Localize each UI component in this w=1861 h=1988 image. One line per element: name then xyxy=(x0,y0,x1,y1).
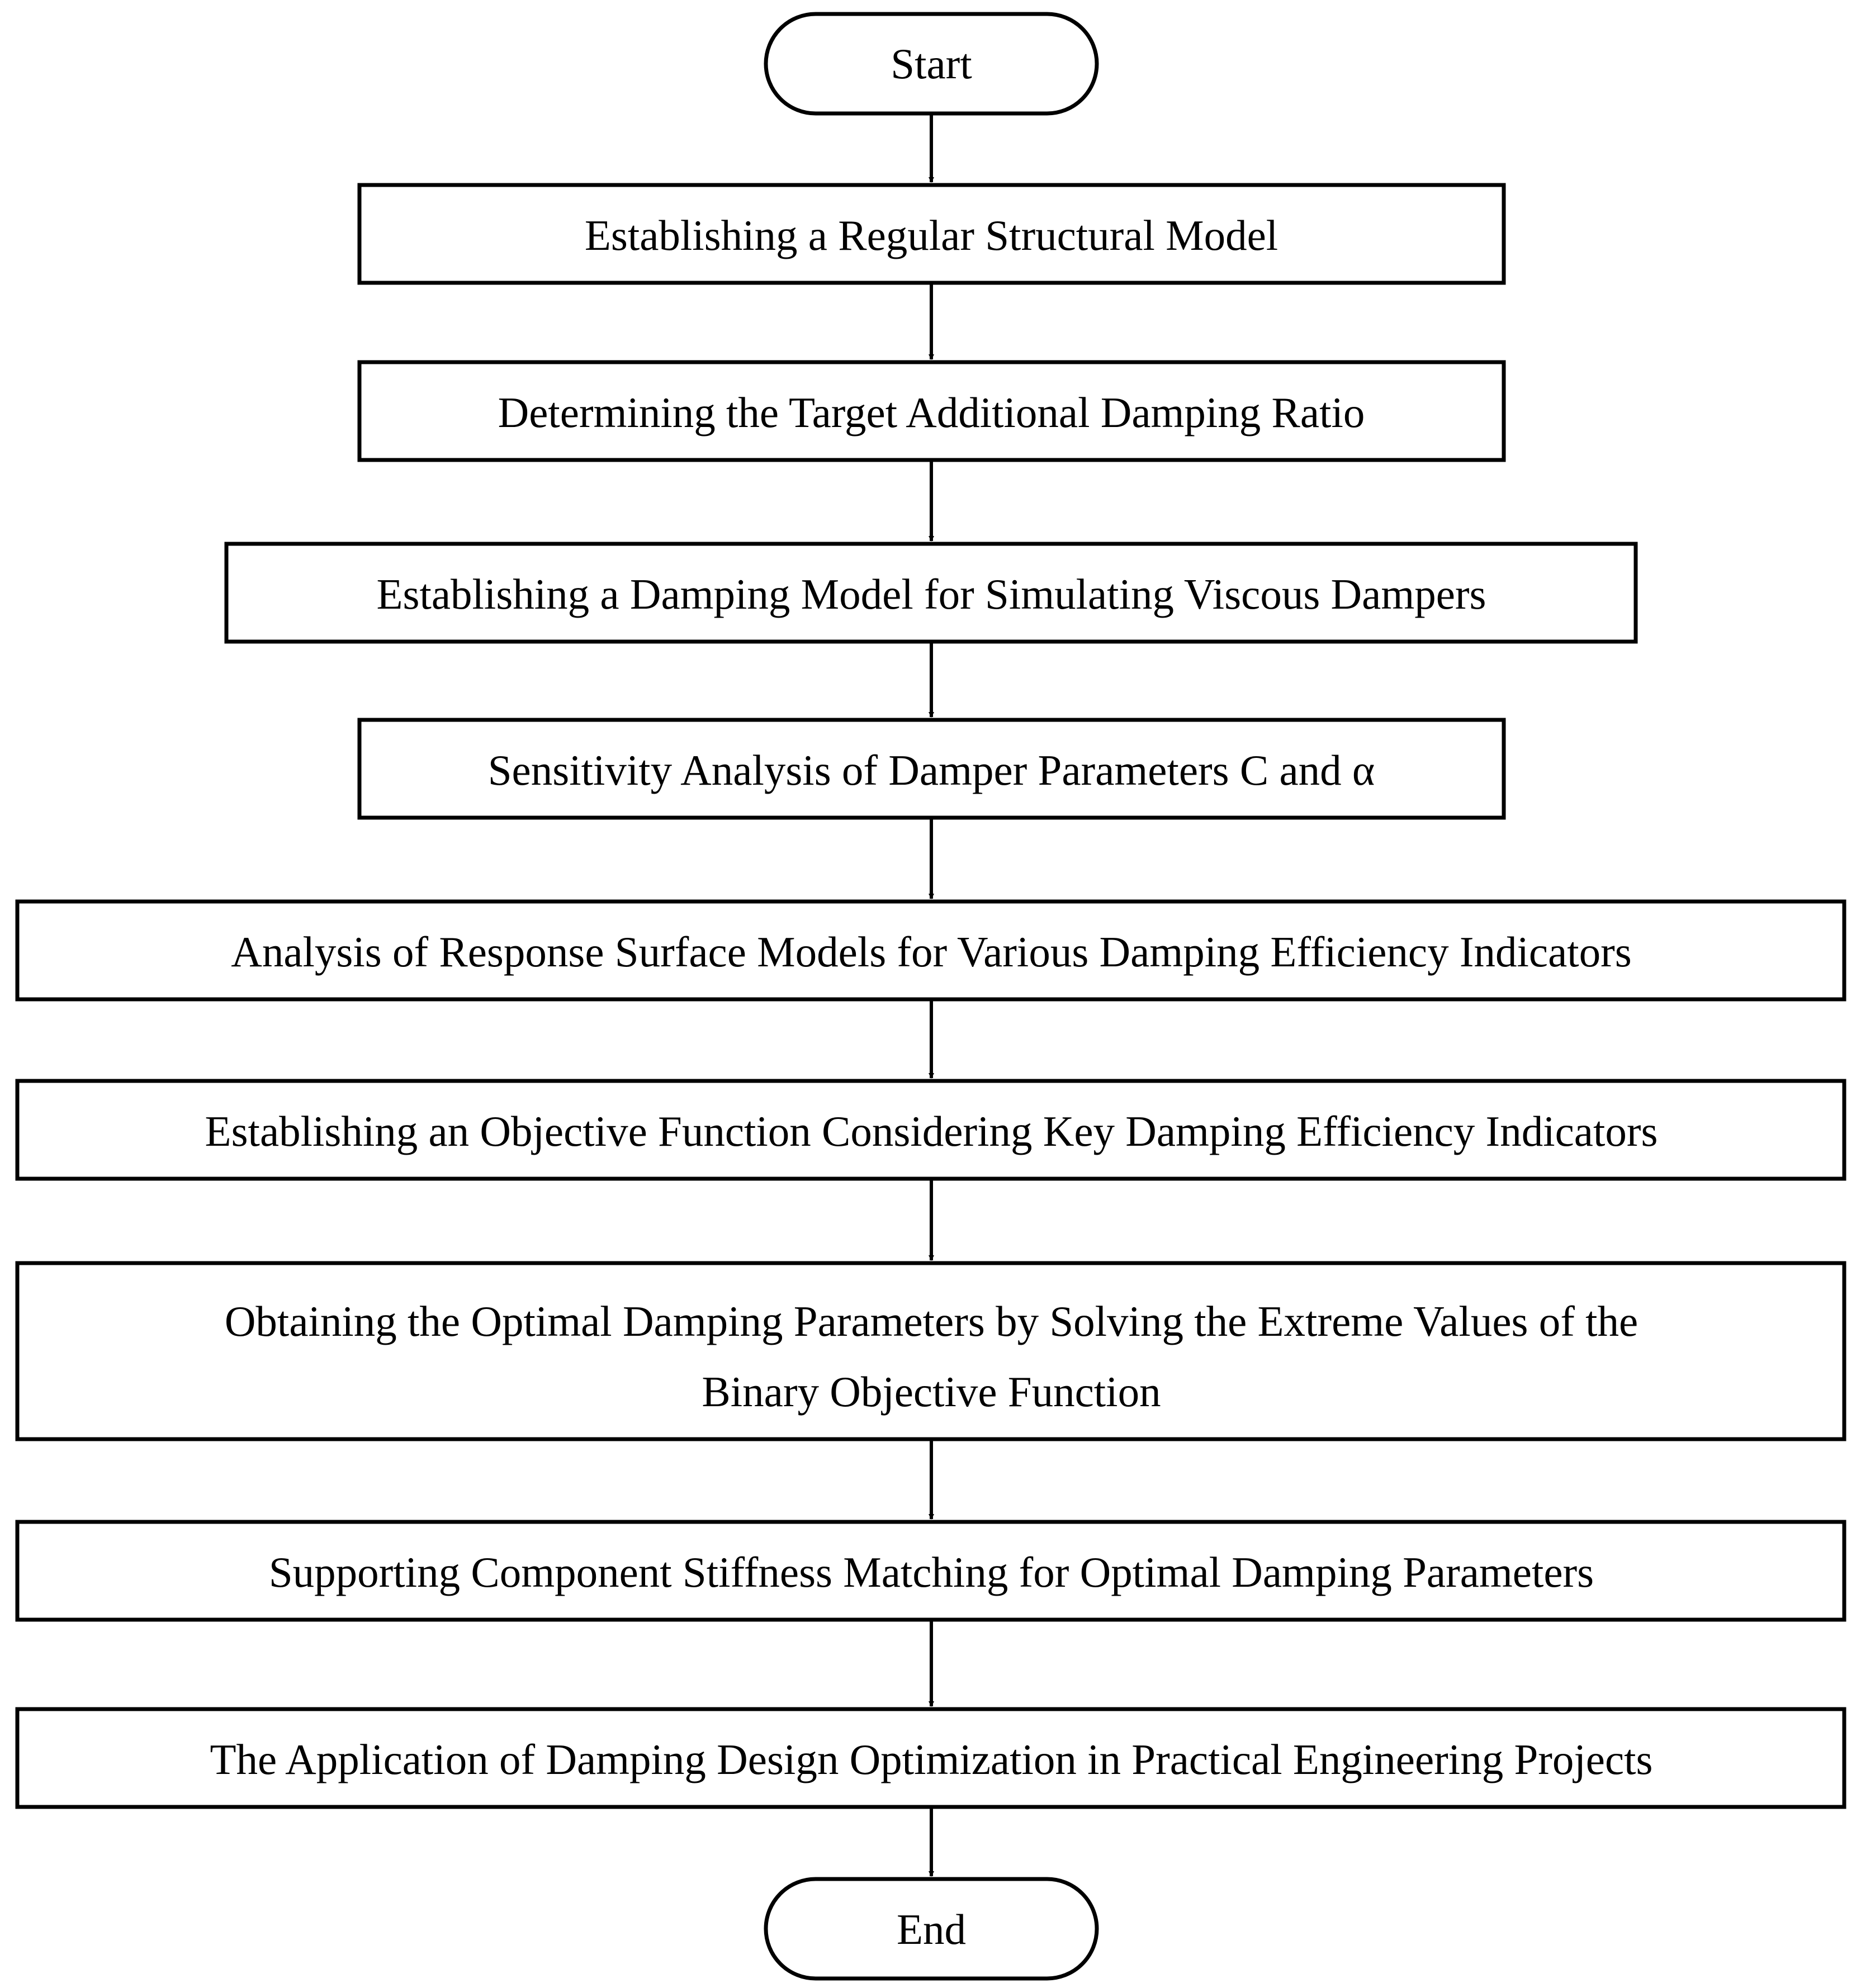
step-target-damping-ratio: Determining the Target Additional Dampin… xyxy=(357,360,1506,462)
step-engineering-application: The Application of Damping Design Optimi… xyxy=(15,1707,1846,1809)
step-label: Sensitivity Analysis of Damper Parameter… xyxy=(488,746,1375,794)
step-stiffness-matching: Supporting Component Stiffness Matching … xyxy=(15,1520,1846,1622)
start-label: Start xyxy=(891,40,972,88)
start-terminator: Start xyxy=(764,12,1099,116)
step-establish-structural-model: Establishing a Regular Structural Model xyxy=(357,183,1506,285)
step-label: Determining the Target Additional Dampin… xyxy=(498,388,1365,436)
step-label: Analysis of Response Surface Models for … xyxy=(231,928,1632,976)
step-objective-function: Establishing an Objective Function Consi… xyxy=(15,1079,1846,1181)
step-label: Establishing a Regular Structural Model xyxy=(585,211,1278,259)
step-sensitivity-analysis: Sensitivity Analysis of Damper Parameter… xyxy=(357,718,1506,820)
step-label: The Application of Damping Design Optimi… xyxy=(210,1735,1652,1783)
step-label: Establishing a Damping Model for Simulat… xyxy=(376,570,1486,618)
step-label: Establishing an Objective Function Consi… xyxy=(205,1107,1658,1155)
step-label: Supporting Component Stiffness Matching … xyxy=(269,1548,1594,1596)
end-terminator: End xyxy=(764,1877,1099,1981)
step-optimal-parameters: Obtaining the Optimal Damping Parameters… xyxy=(15,1261,1846,1441)
end-label: End xyxy=(897,1905,966,1953)
step-damping-model: Establishing a Damping Model for Simulat… xyxy=(224,542,1638,644)
step-response-surface-analysis: Analysis of Response Surface Models for … xyxy=(15,899,1846,1002)
step-label-line-2: Binary Objective Function xyxy=(702,1368,1161,1416)
step-label-line-1: Obtaining the Optimal Damping Parameters… xyxy=(225,1297,1638,1345)
